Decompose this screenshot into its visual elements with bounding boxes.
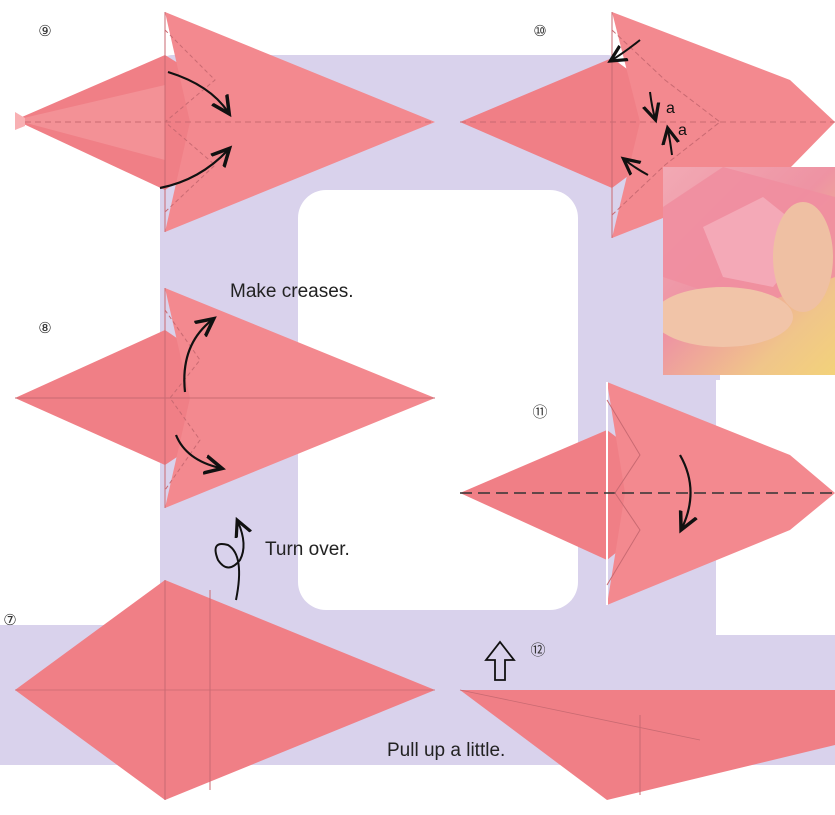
step-11-number: ⑪ [530,402,550,422]
pull-up-caption: Pull up a little. [387,740,505,762]
step-8-number: ⑧ [35,318,55,338]
make-creases-caption: Make creases. [230,281,354,303]
hand-folding-photo [663,167,835,375]
step-7-number: ⑦ [0,610,20,630]
turn-over-caption: Turn over. [265,539,350,561]
step-10-number: ⑩ [530,21,550,41]
label-a-lower: a [678,122,687,140]
step-9-number: ⑨ [35,21,55,41]
step-12-number: ⑫ [528,640,548,660]
label-a-upper: a [666,100,675,118]
